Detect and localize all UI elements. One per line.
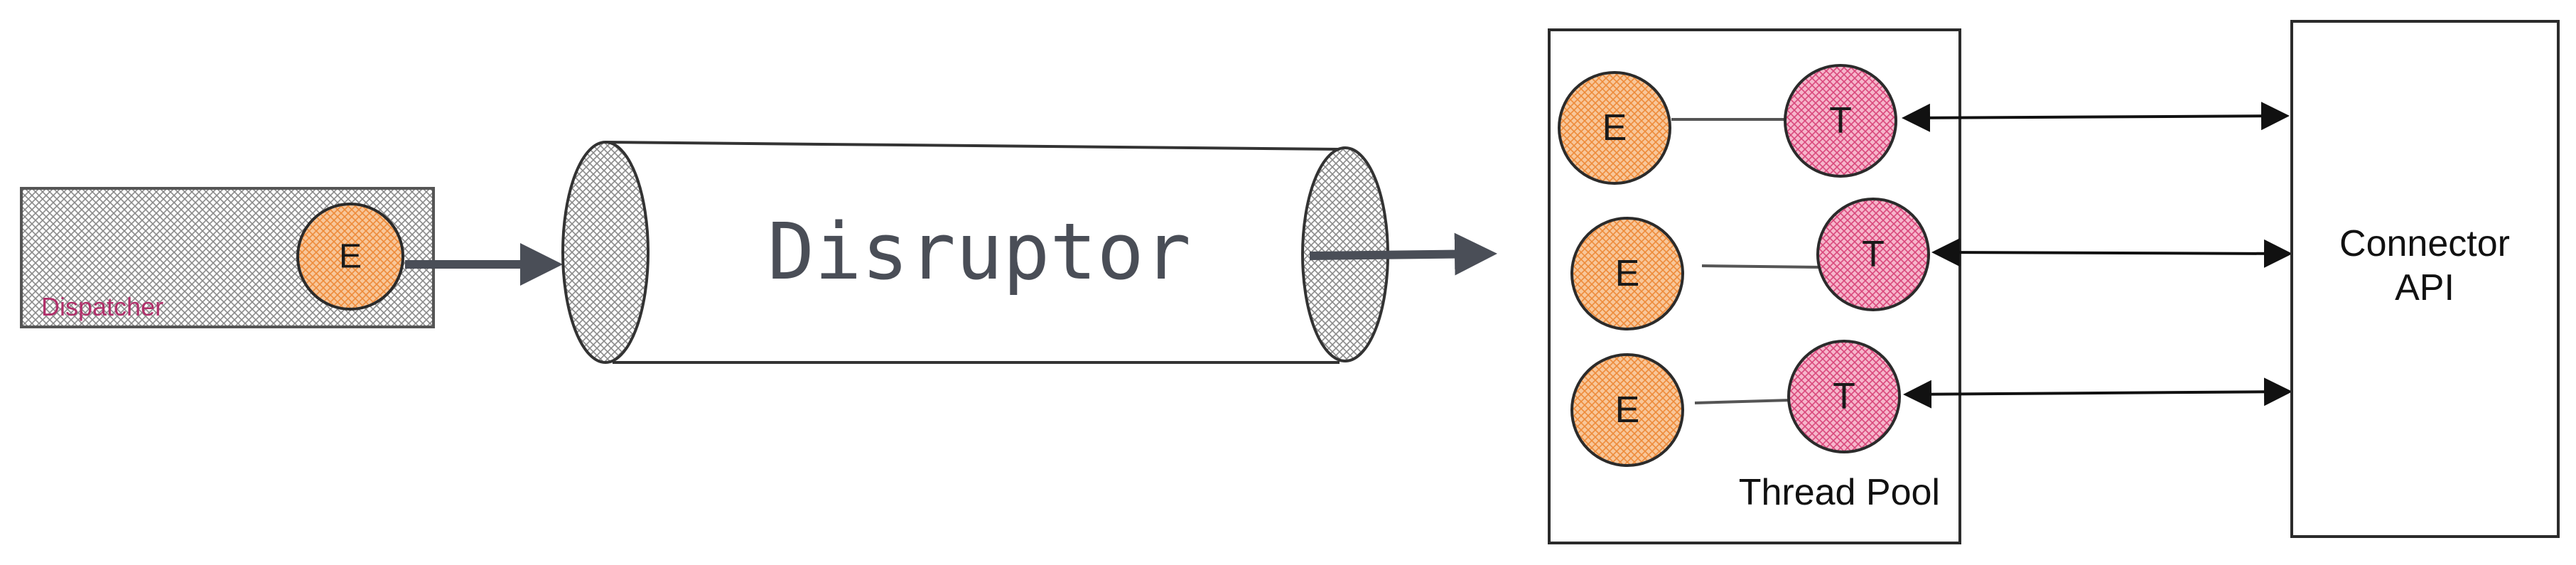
disruptor-left-cap bbox=[561, 141, 650, 364]
event-node-label: E bbox=[1615, 389, 1640, 431]
disruptor-cylinder: Disruptor bbox=[561, 141, 1389, 364]
thread-connector-arrow bbox=[1903, 377, 2292, 409]
disruptor-body bbox=[605, 141, 1340, 364]
connector-api-box bbox=[2290, 20, 2560, 538]
thread-node: T bbox=[1816, 198, 1930, 311]
thread-pool-row: E T bbox=[1558, 64, 1897, 185]
thread-pool: Thread Pool E T E T bbox=[1548, 28, 1961, 544]
thread-node-label: T bbox=[1862, 234, 1885, 275]
dispatcher: Dispatcher E bbox=[20, 187, 435, 328]
thread-node-label: T bbox=[1833, 376, 1855, 417]
thread-pool-row: E T bbox=[1570, 198, 1930, 330]
dispatcher-label: Dispatcher bbox=[41, 292, 163, 321]
thread-node-label: T bbox=[1829, 100, 1852, 141]
disruptor-label: Disruptor bbox=[767, 206, 1191, 297]
connector-api-label-line1: Connector bbox=[2339, 223, 2510, 264]
thread-node: T bbox=[1784, 64, 1897, 178]
thread-connector-arrow bbox=[1902, 102, 2290, 132]
thread-pool-box bbox=[1548, 28, 1961, 544]
event-node: E bbox=[1570, 217, 1684, 330]
event-node-label: E bbox=[1615, 253, 1640, 294]
event-node: E bbox=[1558, 71, 1671, 185]
thread-connector-arrow bbox=[1931, 238, 2292, 268]
event-node-label: E bbox=[1602, 107, 1627, 149]
dispatcher-event-label: E bbox=[339, 238, 362, 276]
event-thread-link bbox=[1701, 264, 1821, 269]
dispatcher-event-node: E bbox=[296, 203, 404, 311]
connector-api: Connector API bbox=[2290, 20, 2560, 538]
event-node: E bbox=[1570, 353, 1684, 467]
thread-pool-label: Thread Pool bbox=[1739, 472, 1940, 513]
thread-node: T bbox=[1787, 340, 1901, 453]
connector-api-label-line2: API bbox=[2395, 267, 2454, 308]
disruptor-to-threadpool-arrow bbox=[1309, 232, 1497, 276]
event-thread-link bbox=[1694, 399, 1791, 404]
thread-pool-row: E T bbox=[1570, 340, 1901, 467]
